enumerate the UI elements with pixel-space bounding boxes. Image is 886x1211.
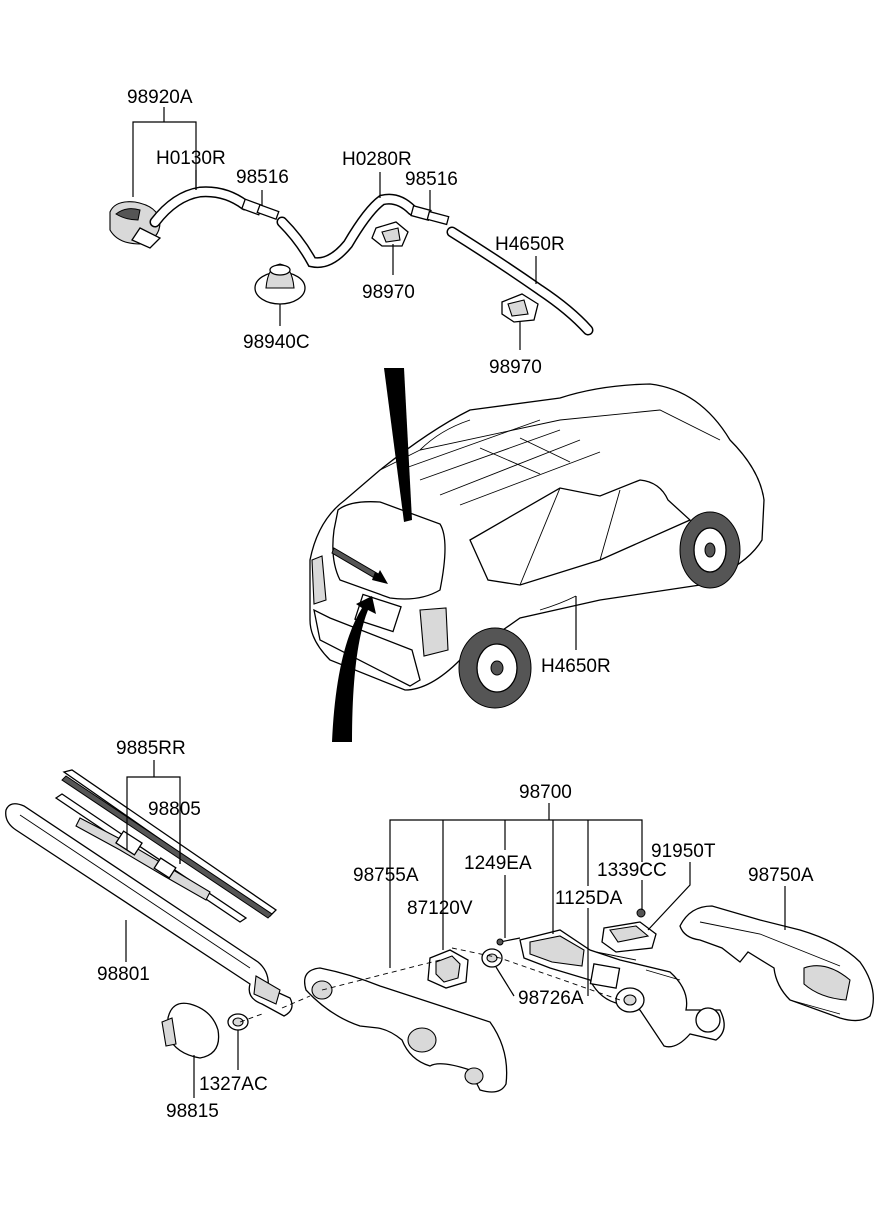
connector-91950t[interactable] (601, 921, 657, 953)
label-98970-left[interactable]: 98970 (362, 282, 415, 303)
leader-lines-top (132, 107, 537, 350)
nut-1327ac[interactable] (227, 1013, 249, 1031)
label-98516-right[interactable]: 98516 (405, 169, 458, 190)
wiper-arm[interactable] (5, 803, 293, 1017)
clip-98970-left[interactable] (371, 221, 409, 247)
connector-98516-right[interactable] (410, 205, 450, 226)
label-h0280r[interactable]: H0280R (342, 149, 412, 170)
bracket-87120v[interactable] (427, 949, 469, 989)
label-98516-left[interactable]: 98516 (236, 167, 289, 188)
arrow-to-tailgate-icon (332, 596, 376, 742)
hose-h0280r[interactable] (276, 193, 418, 269)
washer-hose-assembly (109, 186, 594, 336)
label-98940c[interactable]: 98940C (243, 332, 310, 353)
hose-h4650r-top[interactable] (446, 226, 594, 336)
label-98700[interactable]: 98700 (519, 782, 572, 803)
label-91950t[interactable]: 91950T (651, 841, 716, 862)
arrow-to-roof-icon (384, 368, 412, 522)
leader-lines-bottom (125, 760, 786, 1098)
label-1327ac[interactable]: 1327AC (199, 1074, 268, 1095)
label-98815[interactable]: 98815 (166, 1101, 219, 1122)
label-98805[interactable]: 98805 (148, 799, 201, 820)
arrow-wiper-icon (334, 548, 388, 584)
label-98726a[interactable]: 98726A (518, 988, 584, 1009)
label-h0130r[interactable]: H0130R (156, 148, 226, 169)
label-1249ea[interactable]: 1249EA (464, 853, 532, 874)
vehicle-illustration (309, 368, 765, 742)
seal-98726a[interactable] (481, 948, 503, 968)
clip-98970-right[interactable] (501, 293, 539, 323)
rear-wheel (458, 627, 532, 709)
arm-cap[interactable] (161, 1002, 220, 1059)
blade-refill[interactable] (54, 793, 248, 923)
label-98755a[interactable]: 98755A (353, 865, 419, 886)
label-98970-right[interactable]: 98970 (489, 357, 542, 378)
label-h4650r-top[interactable]: H4650R (495, 234, 565, 255)
wiper-assembly (5, 769, 874, 1093)
motor-cover-98750a[interactable] (679, 905, 874, 1022)
label-98801[interactable]: 98801 (97, 964, 150, 985)
label-1125da[interactable]: 1125DA (555, 888, 623, 909)
grommet-98940c[interactable] (254, 263, 306, 305)
label-1339cc[interactable]: 1339CC (597, 860, 667, 881)
part-labels: 98920A H0130R 98516 H0280R 98516 H4650R … (97, 87, 814, 1122)
bolt-1249ea[interactable] (496, 937, 521, 946)
hose-h0130r[interactable] (149, 186, 251, 228)
wiper-blade[interactable] (61, 769, 278, 919)
label-h4650r-car[interactable]: H4650R (541, 656, 611, 677)
label-98920a[interactable]: 98920A (127, 87, 193, 108)
connector-98516-left[interactable] (240, 198, 280, 221)
label-98750a[interactable]: 98750A (748, 865, 814, 886)
label-87120v[interactable]: 87120V (407, 898, 473, 919)
front-wheel (679, 511, 741, 589)
wiper-motor[interactable] (519, 929, 725, 1048)
label-9885rr[interactable]: 9885RR (116, 738, 186, 759)
nut-1339cc[interactable] (636, 908, 646, 918)
